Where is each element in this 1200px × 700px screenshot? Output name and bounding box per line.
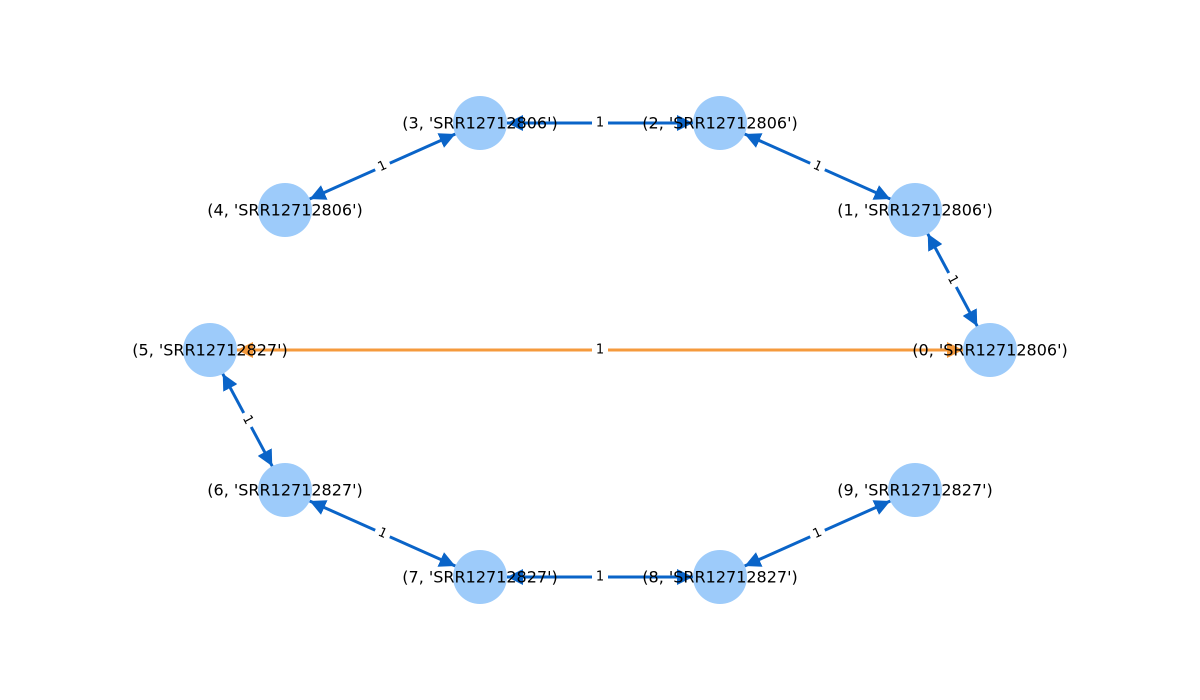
- edge-label-background: [592, 114, 608, 132]
- edge-label-group: 1: [592, 114, 608, 132]
- edge-label-background: [592, 341, 608, 359]
- edge-label-group: 1: [371, 522, 394, 545]
- edge-label-background: [235, 408, 260, 432]
- edge-label-group: 1: [235, 408, 260, 432]
- node-label: (7, 'SRR12712827'): [402, 568, 557, 587]
- node-label: (2, 'SRR12712806'): [642, 114, 797, 133]
- node-label: (6, 'SRR12712827'): [207, 481, 362, 500]
- node-label: (5, 'SRR12712827'): [132, 341, 287, 360]
- edge-label-group: 1: [940, 268, 965, 292]
- edge-label-background: [371, 155, 394, 178]
- edge-label-background: [806, 522, 829, 545]
- graph-node[interactable]: [183, 323, 237, 377]
- node-label: (1, 'SRR12712806'): [837, 201, 992, 220]
- edge-label-background: [940, 268, 965, 292]
- graph-node[interactable]: [258, 183, 312, 237]
- graph-node[interactable]: [888, 183, 942, 237]
- edge-label-group: 1: [592, 341, 608, 359]
- node-label: (0, 'SRR12712806'): [912, 341, 1067, 360]
- node-label: (9, 'SRR12712827'): [837, 481, 992, 500]
- edge-label-group: 1: [592, 568, 608, 586]
- graph-node[interactable]: [693, 550, 747, 604]
- graph-node[interactable]: [453, 550, 507, 604]
- node-label: (8, 'SRR12712827'): [642, 568, 797, 587]
- node-label: (3, 'SRR12712806'): [402, 114, 557, 133]
- edge-label-group: 1: [806, 522, 829, 545]
- edge-label-group: 1: [371, 155, 394, 178]
- edge-label: 1: [596, 343, 604, 358]
- node-label: (4, 'SRR12712806'): [207, 201, 362, 220]
- node-labels-layer: (0, 'SRR12712806') (1, 'SRR12712806') (2, …: [132, 114, 1067, 587]
- edge-label-background: [371, 522, 394, 545]
- graph-node[interactable]: [258, 463, 312, 517]
- graph-node[interactable]: [963, 323, 1017, 377]
- edge-labels-layer: 1 1 1 1 1 1 1 1 1: [235, 114, 965, 586]
- edge-label-group: 1: [806, 155, 829, 178]
- edge-label-background: [806, 155, 829, 178]
- edge-label: 1: [596, 570, 604, 585]
- graph-node[interactable]: [453, 96, 507, 150]
- edge-label-background: [592, 568, 608, 586]
- graph-node[interactable]: [888, 463, 942, 517]
- edge-label: 1: [596, 116, 604, 131]
- graph-node[interactable]: [693, 96, 747, 150]
- nodes-layer: [183, 96, 1017, 604]
